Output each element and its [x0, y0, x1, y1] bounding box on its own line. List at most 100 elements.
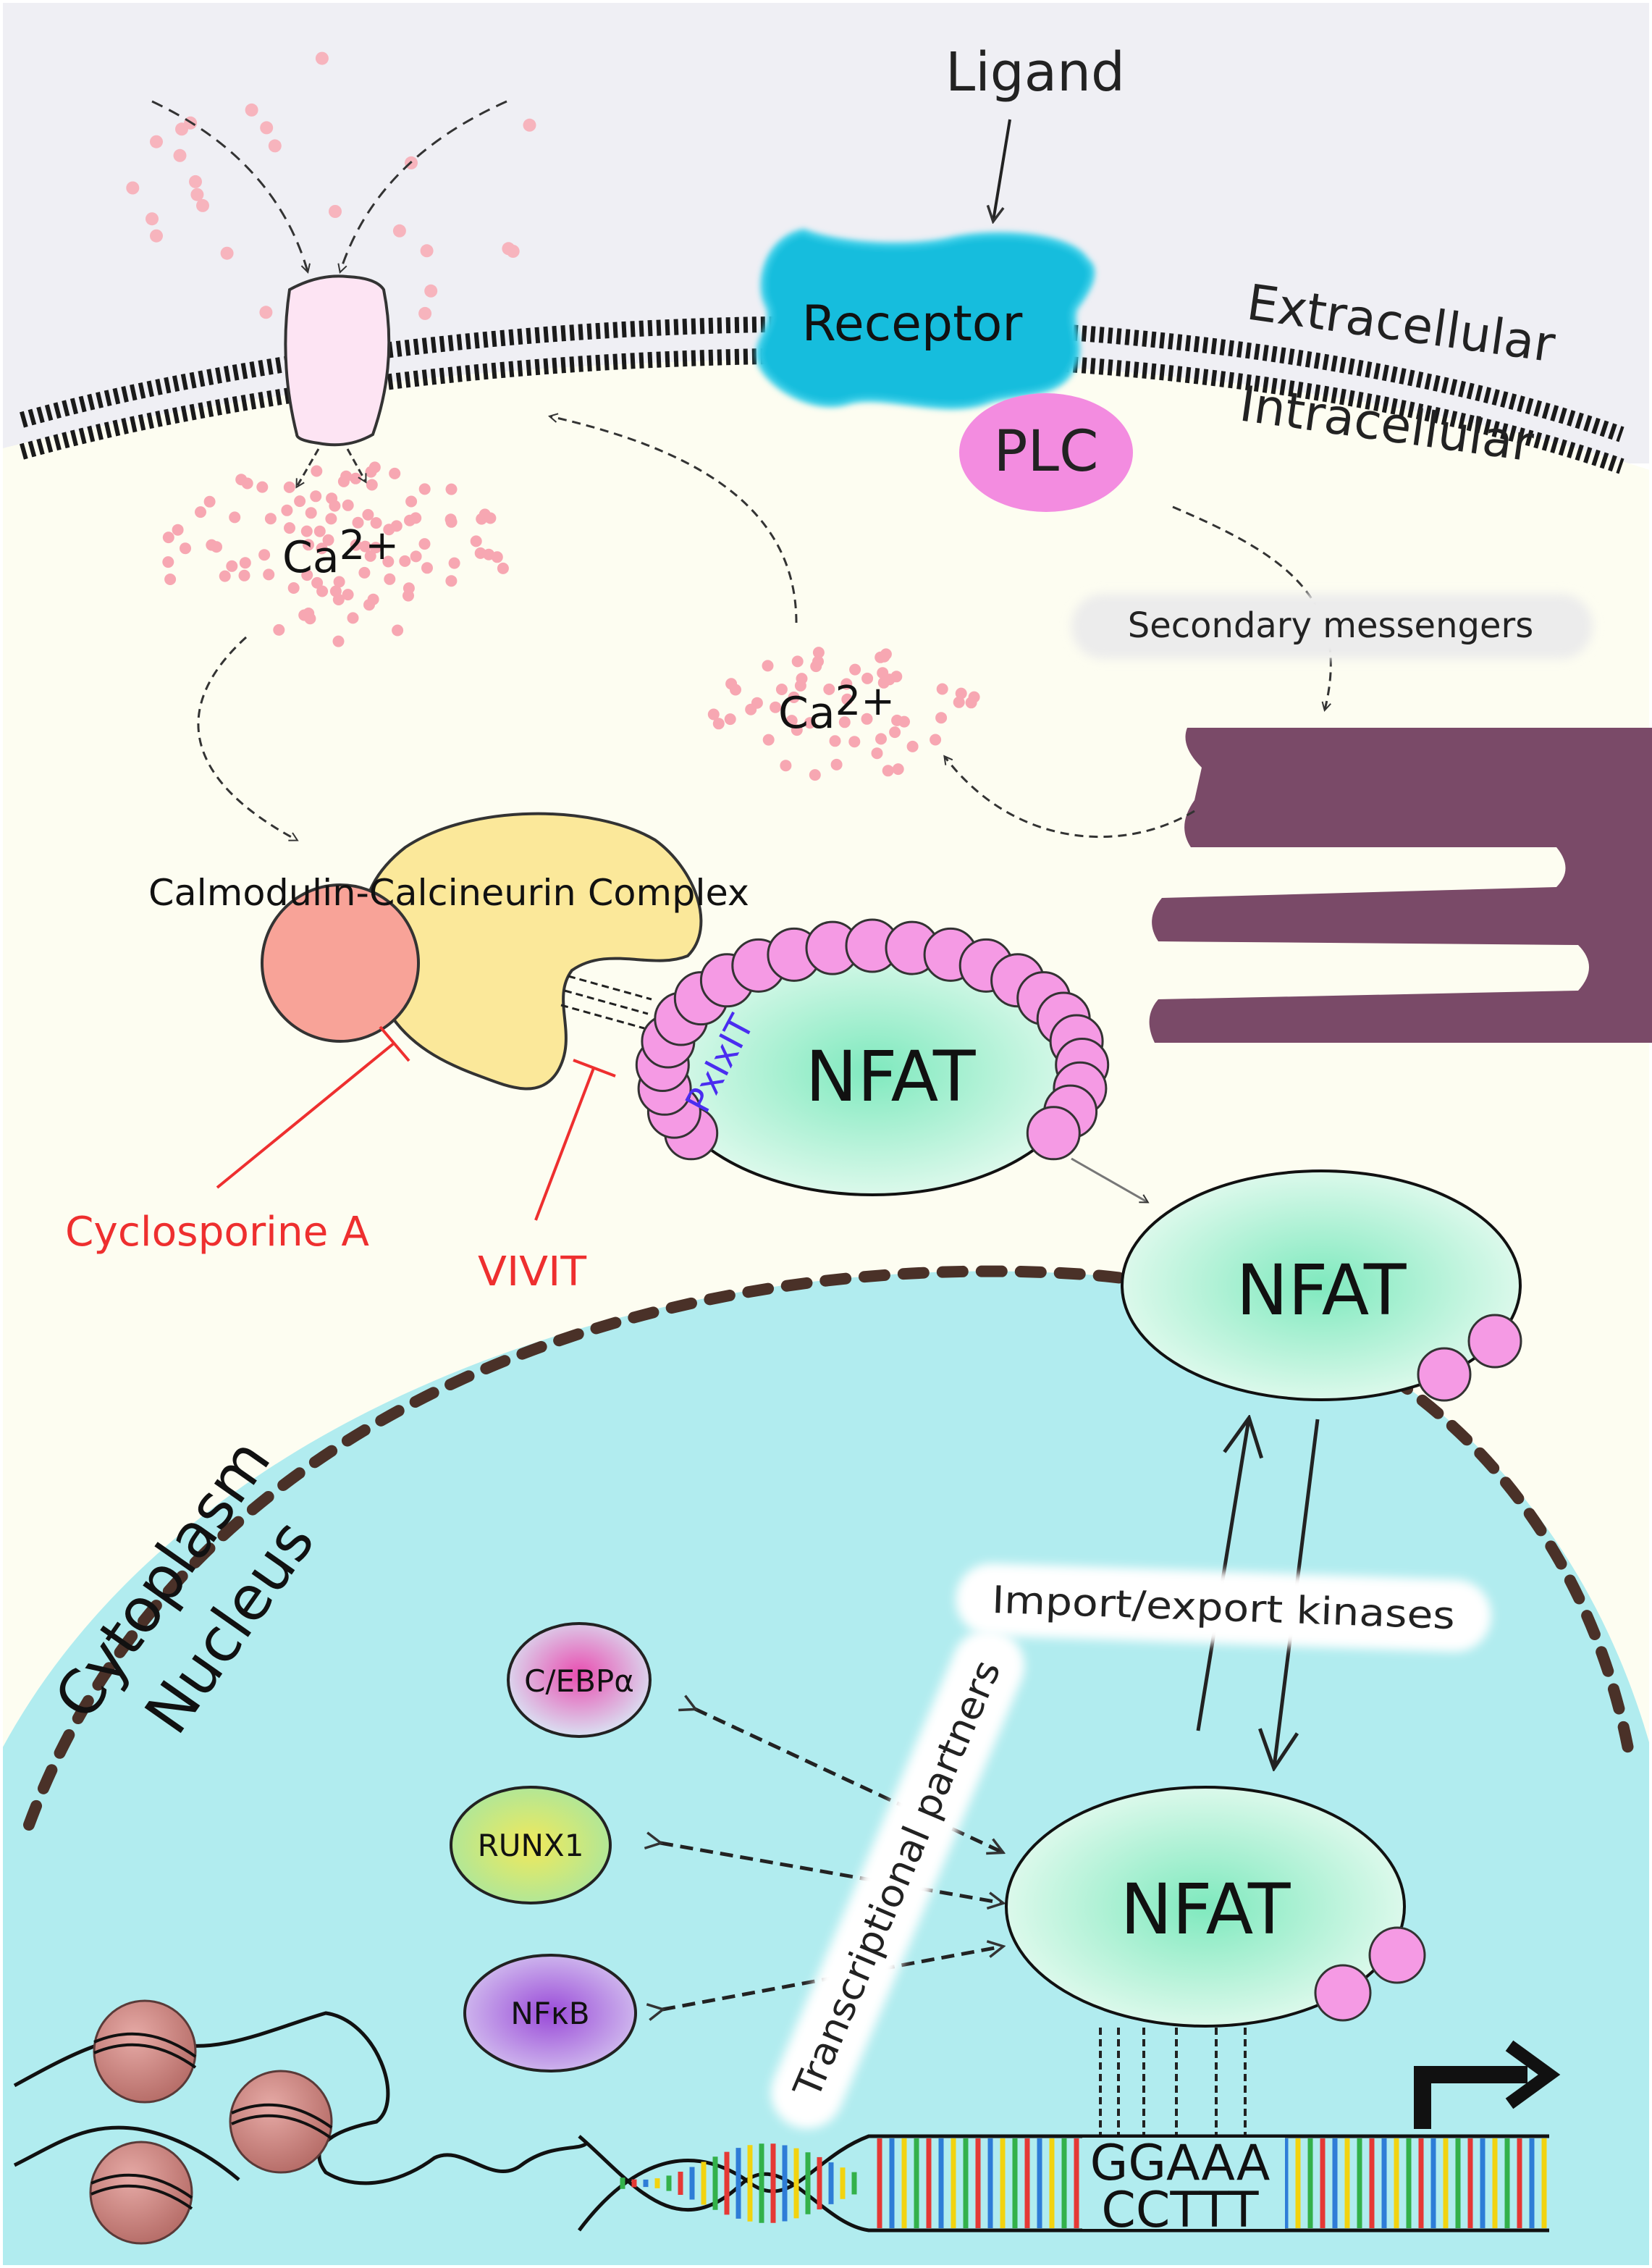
calcium-ion-dot: [304, 613, 316, 625]
calcium-ion-dot: [830, 758, 843, 770]
calcium-ion-dot: [389, 467, 401, 479]
vivit-label: VIVIT: [478, 1248, 587, 1295]
calcium-ion-dot: [424, 284, 438, 298]
calcium-ion-dot: [368, 461, 381, 474]
calcium-ion-dot: [310, 490, 322, 503]
calcium-ion-dot: [303, 539, 314, 551]
calcium-ion-dot: [812, 655, 824, 668]
calcium-ion-dot: [712, 718, 725, 730]
calcium-ion-dot: [418, 538, 431, 550]
calcium-ion-dot: [390, 520, 403, 532]
plc-shape: [959, 393, 1133, 512]
calcium-ion-dot: [350, 539, 362, 551]
nfat-dephosphorylated: NFAT: [1121, 1169, 1522, 1402]
secondary-messengers-glow: [1071, 594, 1593, 659]
channel-out-arrow-left: [297, 448, 320, 487]
dna-bottom-sequence: CCTTT: [1101, 2182, 1259, 2239]
calcium-ion-dot: [791, 655, 804, 668]
dephosphorylation-arrow: [1071, 1157, 1147, 1202]
calcium-ion-dot: [358, 566, 371, 579]
partner-cebpa: C/EBPα: [507, 1622, 652, 1738]
calcium-ion-dot: [410, 512, 422, 524]
calcium-ion-dot: [762, 660, 774, 672]
calcium-ion-dot: [305, 507, 317, 519]
calcium-ion-dot: [239, 557, 251, 569]
calcium-ion-dot: [284, 522, 295, 534]
calcium-ion-dot: [245, 103, 258, 117]
vivit-inhibition-bar: [573, 1059, 616, 1078]
calcium-ion-dot: [882, 765, 894, 777]
calcium-ion-dot: [861, 713, 873, 725]
nfat-label-cytoplasm: NFAT: [1236, 1250, 1406, 1331]
calcium-ion-dot: [871, 747, 883, 760]
dna-base-pairs: [620, 2138, 1547, 2228]
calcium-ion-dot: [259, 306, 273, 319]
calcium-ion-dot: [880, 648, 892, 660]
calcium-ion-dot: [256, 481, 269, 493]
calcium-ion-dot: [263, 568, 275, 581]
endoplasmic-reticulum: [1149, 728, 1652, 1043]
calcium-ion-dot: [366, 479, 378, 491]
calcium-ion-dot: [780, 760, 792, 772]
calcium-ion-dot: [281, 504, 293, 516]
influx-arrow-left: [151, 100, 308, 272]
calcium-ion-dot: [804, 717, 816, 729]
calcium-ion-dot: [362, 508, 374, 521]
calcium-ion-dot: [316, 542, 328, 555]
calcium-ion-dot: [523, 118, 536, 132]
calcium-ion-dot: [840, 678, 853, 690]
nucleosome-3: [89, 2141, 193, 2245]
calcium-ion-dot: [491, 551, 503, 563]
calcium-ion-dot: [785, 715, 798, 727]
calcium-ion-dot: [172, 524, 184, 536]
calcium-ion-dot: [841, 693, 854, 705]
calcium-ion-dot: [203, 495, 216, 508]
ligand-label: Ligand: [945, 41, 1125, 104]
calcium-ion-dot: [283, 481, 295, 493]
calcium-ion-dot: [333, 576, 345, 588]
calcium-ion-dot: [220, 246, 234, 260]
calcium-ion-dot: [211, 541, 222, 553]
calcium-ion-dot: [219, 570, 231, 582]
calcium-ion-dot: [448, 557, 460, 569]
calcium-ion-dot: [287, 582, 300, 594]
calcium-ion-dot: [273, 623, 285, 636]
calcium-ion-dot: [329, 585, 342, 597]
calcium-ion-dot: [367, 593, 379, 605]
calcium-ion-dot: [300, 525, 313, 537]
calcium-ion-dot: [268, 139, 282, 153]
calcium-ion-dot: [955, 687, 967, 700]
calcium-ion-dot: [762, 734, 775, 746]
calcium-to-complex-arrow: [197, 636, 297, 840]
calcium-ion-dot: [410, 550, 422, 563]
calcium-ion-dot: [301, 569, 313, 581]
calcium-ion-dot: [294, 495, 306, 508]
calcium-ion-dot: [162, 556, 174, 568]
calcium-ion-dot: [497, 562, 509, 574]
calcium-ion-dot: [150, 229, 163, 243]
calcium-ion-dot: [403, 589, 414, 602]
calcium-ion-dot: [935, 712, 948, 724]
nfkb-label: NFκB: [510, 1996, 589, 2031]
cyclosporine-inhibition-line: [216, 1041, 396, 1189]
calcium-ion-dot: [418, 306, 432, 320]
vivit-inhibition-line: [534, 1067, 595, 1221]
calcium-ion-dot: [311, 465, 323, 477]
calcium-ion-dot: [445, 483, 458, 495]
calcium-ion-dot: [838, 716, 851, 728]
ligand-arrow: [993, 119, 1011, 221]
calmodulin-shape: [261, 883, 420, 1043]
calcium-ion-dot: [445, 575, 458, 587]
phosphate-beads: [635, 918, 1110, 1161]
calcium-to-channel-arrow: [550, 416, 798, 623]
calcium-ion-dot: [370, 542, 382, 554]
calcium-ion-dot: [229, 511, 241, 524]
calcium-ion-dot: [196, 198, 209, 212]
calcium-ion-dot: [238, 569, 250, 581]
calcium-ion-dot: [829, 735, 841, 747]
calcium-ion-dot: [707, 708, 720, 721]
calcium-ion-dot: [364, 550, 376, 562]
binding-dashes: [560, 975, 652, 1030]
